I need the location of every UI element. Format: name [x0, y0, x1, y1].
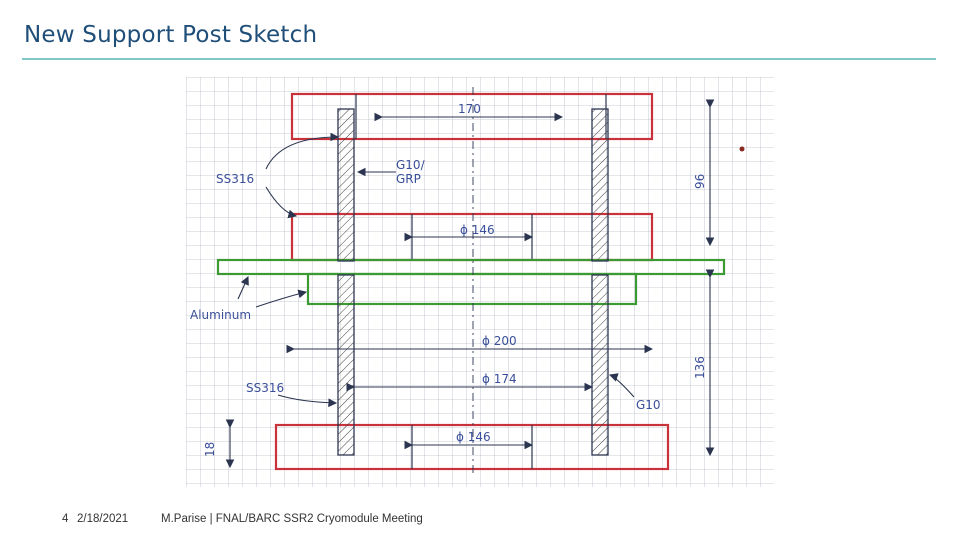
dimension-lines	[225, 99, 715, 469]
dim-dia-174: ϕ 174	[482, 372, 517, 386]
title-divider	[22, 58, 936, 60]
g10-bottom-label: G10	[636, 398, 661, 412]
ink-dot	[739, 146, 745, 152]
g10-walls-upper	[337, 108, 609, 262]
slide-date: 2/18/2021	[77, 513, 129, 525]
slide-footer-text: M.Parise | FNAL/BARC SSR2 Cryomodule Mee…	[161, 513, 423, 525]
dim-136: 136	[693, 356, 707, 379]
dim-dia-146-top: ϕ 146	[460, 223, 495, 237]
g10-grp-label-2: GRP	[396, 172, 421, 186]
ss316-bottom-label: SS316	[246, 381, 284, 395]
dim-18: 18	[203, 442, 217, 457]
ss316-top-label: SS316	[216, 172, 254, 186]
dim-96: 96	[693, 174, 707, 189]
support-post-sketch: SS316 G10/ GRP Aluminum SS316 G10 170 ϕ …	[186, 77, 774, 487]
slide-title: New Support Post Sketch	[24, 22, 318, 48]
dim-170: 170	[458, 102, 481, 116]
dim-dia-200: ϕ 200	[482, 334, 517, 348]
leader-arrows	[237, 132, 635, 408]
g10-grp-label: G10/	[396, 158, 426, 172]
aluminum-label: Aluminum	[190, 308, 251, 322]
g10-walls-lower	[337, 274, 609, 456]
slide-number: 4	[62, 513, 69, 525]
aluminum-plate	[216, 258, 726, 306]
dim-dia-146-bottom: ϕ 146	[456, 430, 491, 444]
